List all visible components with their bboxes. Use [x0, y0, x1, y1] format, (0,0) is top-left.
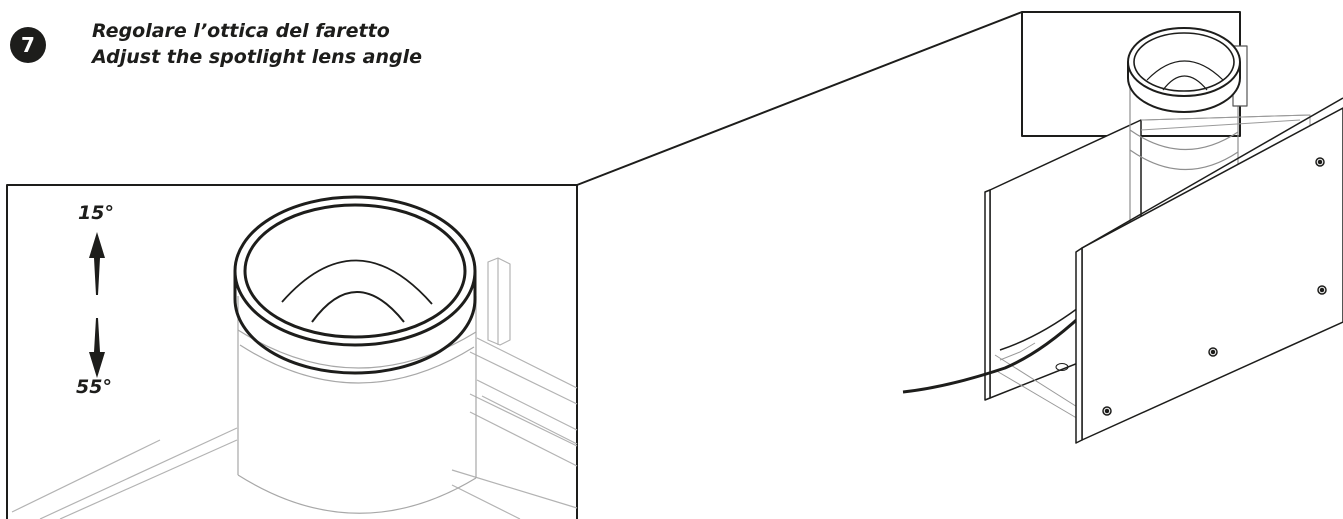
inner-tray — [994, 114, 1311, 421]
instruction-title-italian: Regolare l’ottica del faretto — [92, 20, 390, 42]
arrow-up-icon — [89, 232, 105, 295]
zoom-connector-line — [576, 11, 1023, 186]
arrow-down-icon — [89, 318, 105, 378]
step-number: 7 — [21, 33, 35, 57]
angle-adjust-arrows — [89, 232, 105, 378]
inset-lens-ring — [233, 195, 477, 375]
step-number-badge: 7 — [10, 27, 46, 63]
angle-label-55: 55° — [76, 376, 112, 398]
detail-inset — [6, 11, 1023, 519]
inset-frame — [6, 184, 578, 519]
main-spotlight-lens — [1127, 27, 1248, 113]
instruction-title-english: Adjust the spotlight lens angle — [92, 46, 422, 68]
screws — [1102, 157, 1327, 416]
power-cable — [902, 313, 1084, 394]
inset-bracket — [11, 257, 578, 519]
front-panel — [1075, 97, 1343, 444]
instruction-title: Regolare l’ottica del faretto Adjust the… — [92, 18, 422, 70]
main-assembly — [902, 11, 1343, 444]
angle-label-15: 15° — [78, 202, 114, 224]
